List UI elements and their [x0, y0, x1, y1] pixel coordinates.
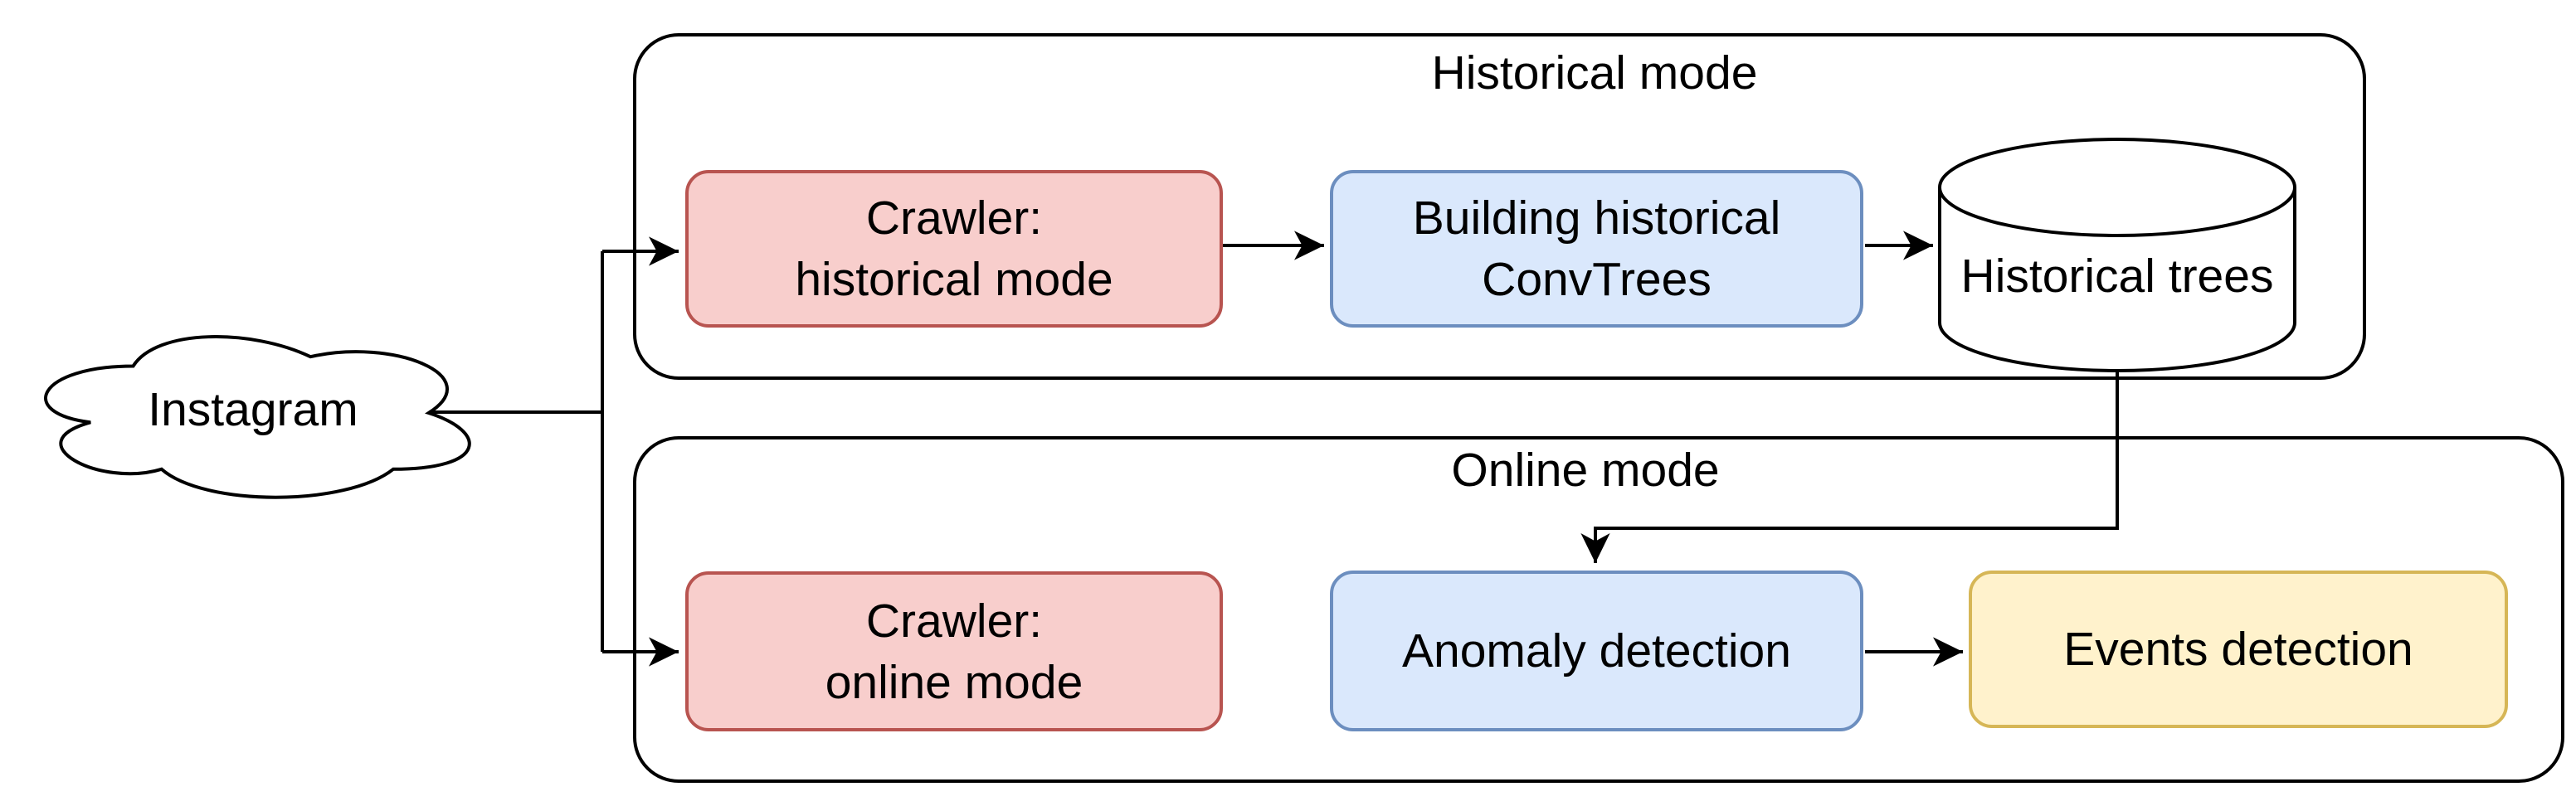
- instagram-cloud: [44, 335, 471, 499]
- online-mode-title: Online mode: [1451, 444, 1720, 497]
- historical-mode-title: Historical mode: [1431, 46, 1758, 100]
- anomaly-detection-label: Anomaly detection: [1402, 624, 1791, 677]
- historical-trees-label: Historical trees: [1960, 250, 2274, 303]
- events-detection-node: Events detection: [1969, 571, 2508, 728]
- crawler-online-label-line1: Crawler:: [865, 594, 1043, 648]
- anomaly-detection-node: Anomaly detection: [1330, 571, 1863, 731]
- building-convtrees-label-line1: Building historical: [1412, 192, 1781, 245]
- online-mode-container: [633, 436, 2564, 783]
- crawler-historical-label-line1: Crawler:: [865, 192, 1043, 245]
- historical-mode-container: [633, 33, 2366, 380]
- crawler-online-label-line2: online mode: [825, 655, 1083, 709]
- events-detection-label: Events detection: [2063, 623, 2413, 676]
- building-convtrees-label-line2: ConvTrees: [1482, 253, 1712, 306]
- crawler-historical-label-line2: historical mode: [795, 253, 1113, 306]
- crawler-online-node: Crawler: online mode: [685, 571, 1223, 731]
- edge-trees-to-anomaly: [1580, 371, 2119, 563]
- building-convtrees-node: Building historical ConvTrees: [1330, 170, 1863, 328]
- crawler-historical-node: Crawler: historical mode: [685, 170, 1223, 328]
- instagram-cloud-label: Instagram: [148, 383, 358, 436]
